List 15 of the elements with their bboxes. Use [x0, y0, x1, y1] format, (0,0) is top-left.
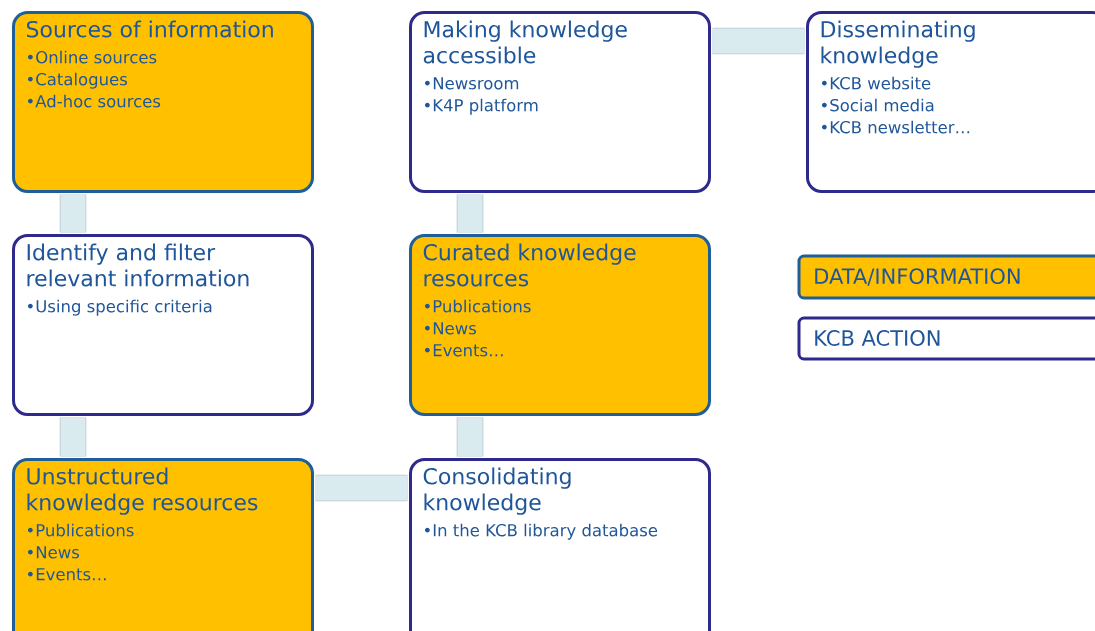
- connector-bar: [315, 474, 408, 502]
- connector-bar: [59, 417, 87, 457]
- connector-bar: [712, 27, 805, 55]
- connector-bar: [59, 194, 87, 233]
- process-box: Curated knowledge resources •Publications •News •Events…: [409, 234, 711, 416]
- process-box: Sources of information •Online sources •Catalogues •Ad-hoc sources: [12, 11, 314, 193]
- legend-item: DATA/INFORMATION: [797, 254, 1095, 300]
- connector-bar: [456, 194, 484, 233]
- process-box: Making knowledge accessible •Newsroom •K4P platform: [409, 11, 711, 193]
- process-box: Consolidating knowledge •In the KCB library database: [409, 458, 711, 631]
- process-box: Identify and filter relevant information •Using specific criteria: [12, 234, 314, 416]
- legend-item: KCB ACTION: [797, 316, 1095, 361]
- connector-bar: [456, 417, 484, 457]
- process-box: Disseminating knowledge •KCB website •Social media •KCB newsletter…: [806, 11, 1095, 193]
- process-box: Unstructured knowledge resources •Publications •News •Events…: [12, 458, 314, 631]
